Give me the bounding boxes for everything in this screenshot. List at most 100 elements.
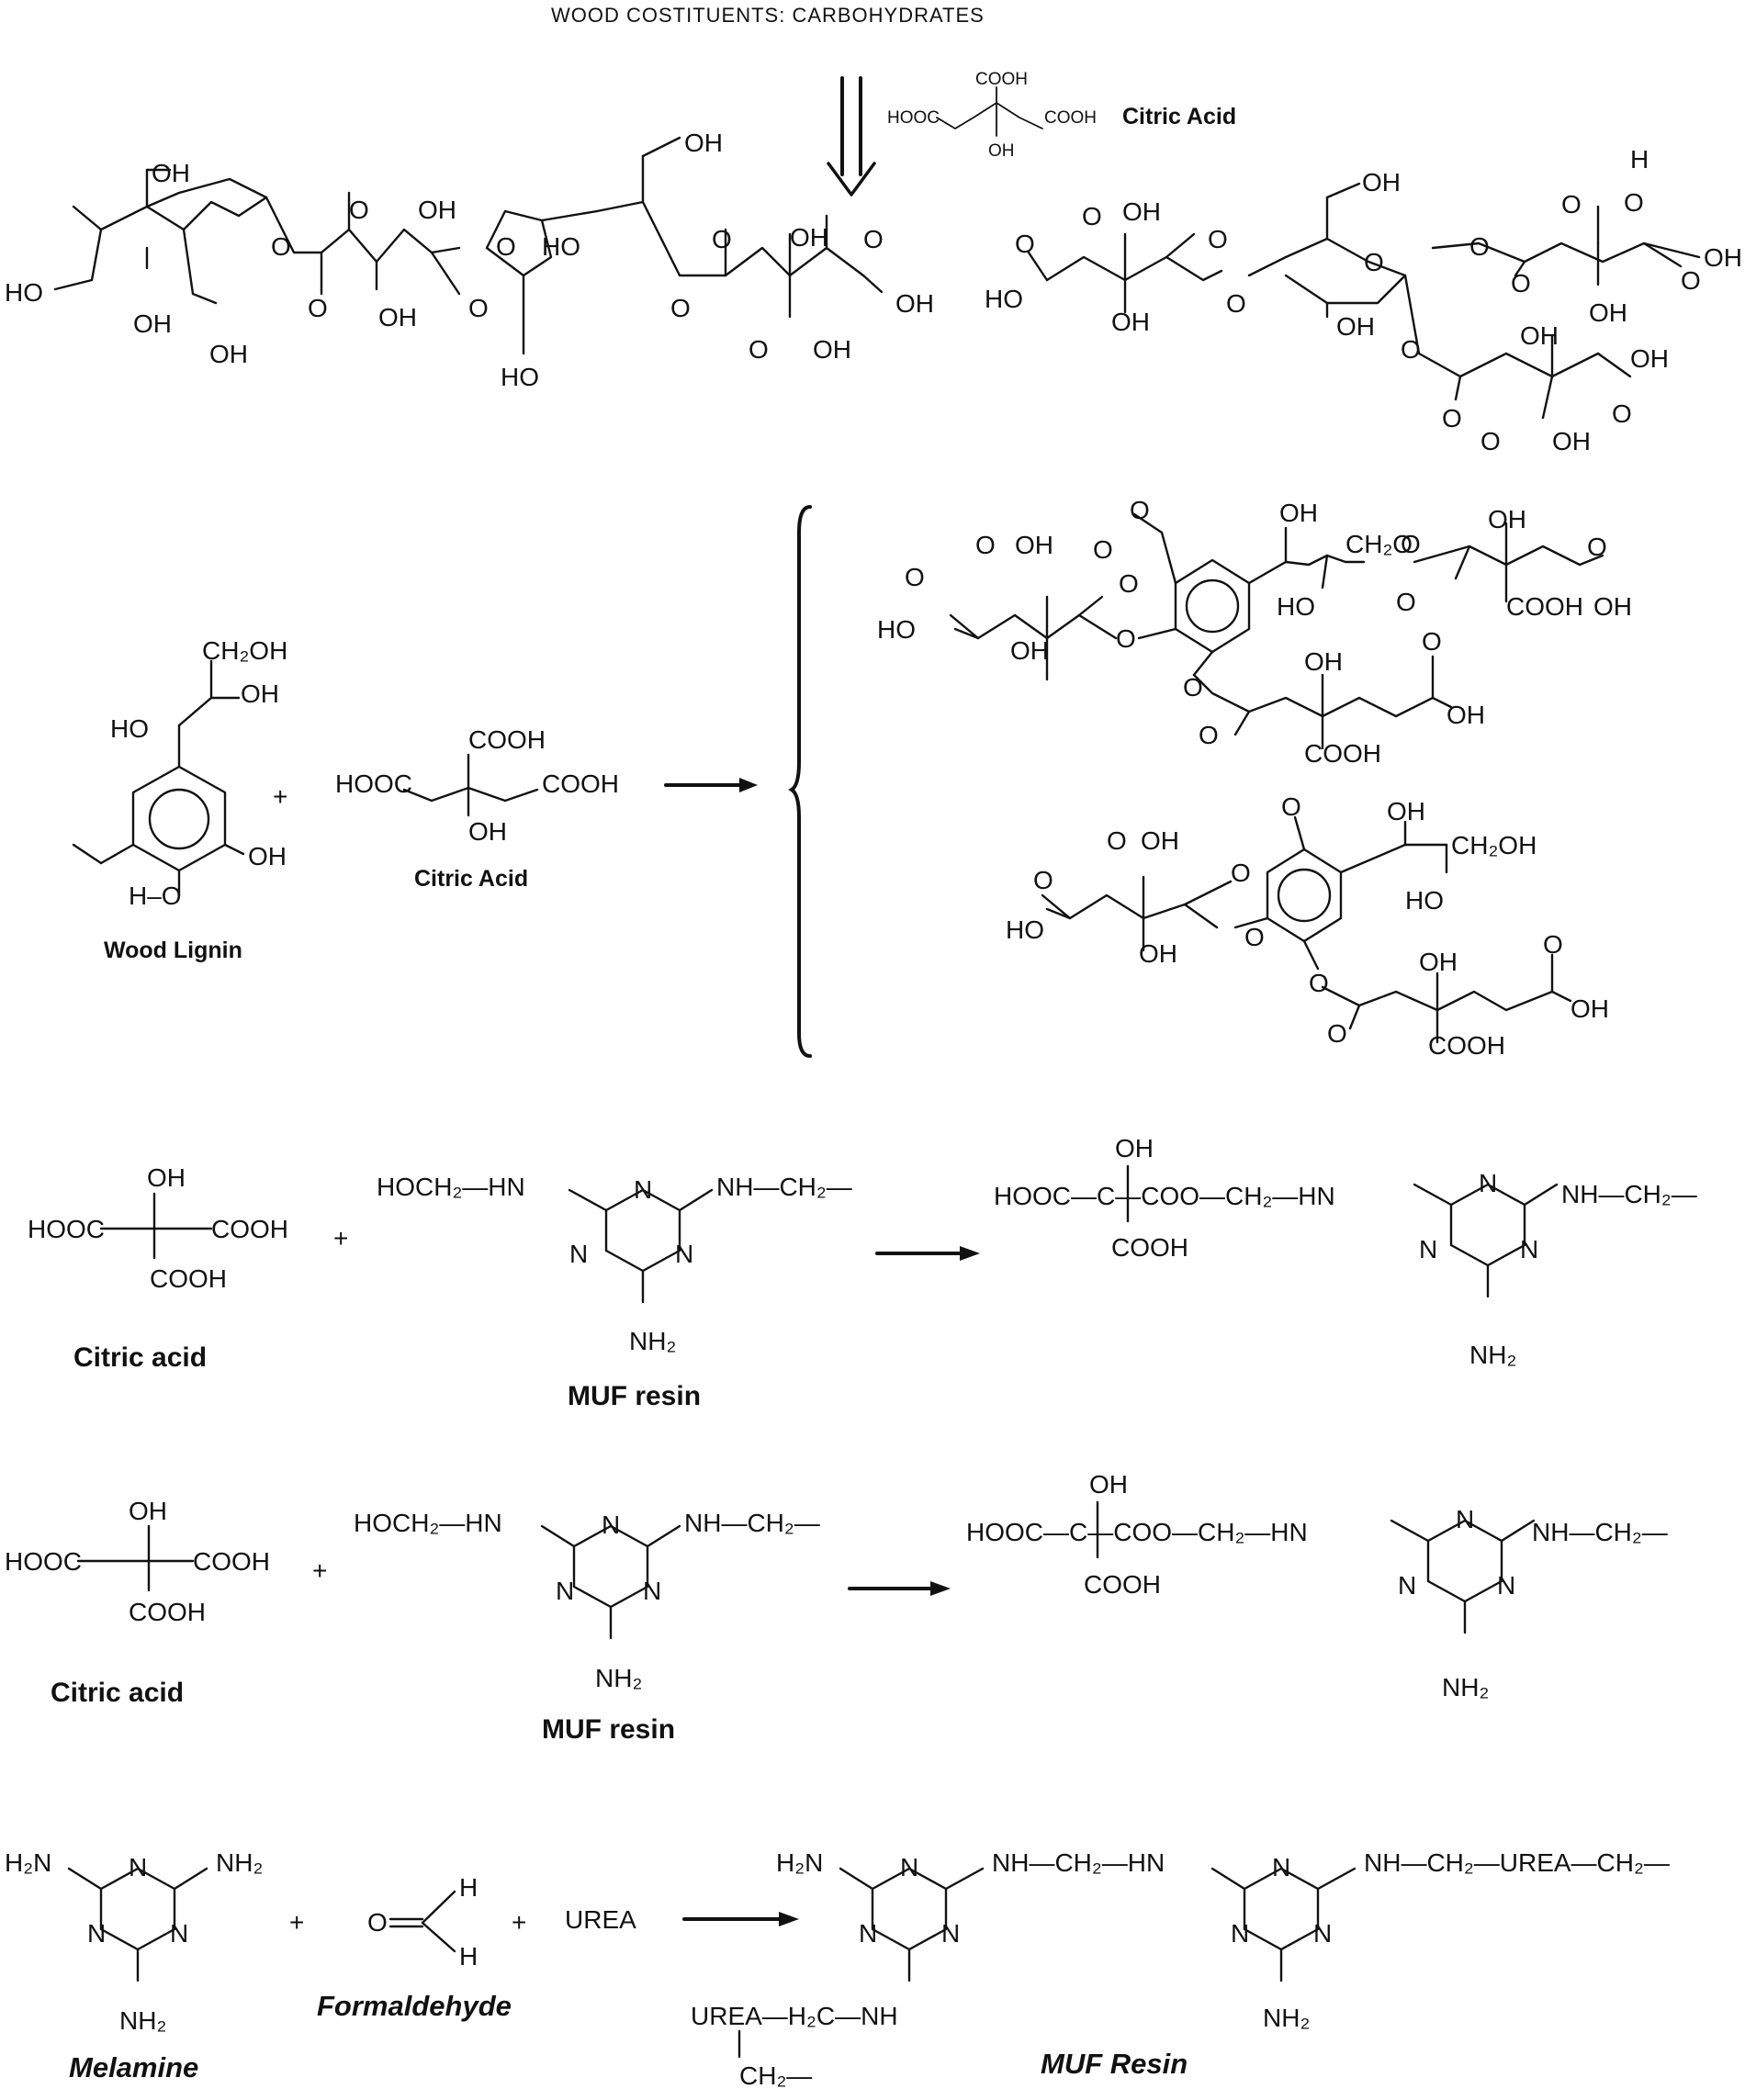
svg-text:O: O (1401, 335, 1421, 364)
svg-text:HOOC: HOOC (28, 1215, 105, 1243)
svg-text:O: O (905, 563, 925, 591)
citric-muf-product-3: HOOC—C—COO—CH₂—HN OH COOH N N N NH—CH₂— … (994, 1134, 1697, 1369)
svg-text:OH: OH (1362, 168, 1401, 197)
svg-text:NH₂: NH₂ (216, 1848, 263, 1877)
svg-text:O: O (1119, 569, 1139, 598)
svg-text:OH: OH (378, 303, 417, 331)
svg-text:NH₂: NH₂ (1263, 2004, 1310, 2032)
citric-acid-top-label: Citric Acid (1122, 104, 1236, 129)
svg-text:OH: OH (1010, 636, 1049, 665)
svg-text:O: O (1543, 930, 1563, 959)
formaldehyde-label: Formaldehyde (317, 1990, 512, 2022)
svg-text:O: O (863, 225, 884, 253)
citric-acid-4-label: Citric acid (51, 1678, 184, 1708)
svg-text:O: O (1281, 792, 1301, 821)
svg-text:O: O (1015, 230, 1035, 258)
svg-text:HO: HO (877, 615, 916, 644)
citric-acid-small: HOOC COOH COOH OH (887, 70, 1097, 161)
svg-text:O: O (1624, 188, 1644, 217)
svg-text:OH: OH (1304, 647, 1343, 676)
svg-text:OH: OH (1387, 797, 1425, 825)
svg-text:HOCH₂—HN: HOCH₂—HN (377, 1173, 525, 1201)
lignin-product-2 (1041, 815, 1572, 1044)
svg-text:O: O (1033, 866, 1053, 894)
svg-text:O: O (1469, 232, 1490, 261)
svg-text:N: N (1479, 1169, 1497, 1197)
svg-text:COOH: COOH (1428, 1031, 1505, 1060)
plus-sign-5a: + (289, 1908, 304, 1937)
svg-text:OH: OH (241, 679, 279, 708)
svg-text:O: O (349, 196, 369, 224)
reaction-arrow-lignin (664, 778, 758, 792)
svg-text:O: O (1199, 721, 1219, 749)
svg-text:N: N (941, 1919, 960, 1948)
citric-acid-3: HOOC OH COOH COOH (28, 1163, 288, 1293)
svg-text:OH: OH (1141, 826, 1179, 855)
svg-text:OH: OH (129, 1497, 167, 1525)
svg-text:NH—CH₂—HN: NH—CH₂—HN (992, 1848, 1165, 1877)
svg-text:N: N (643, 1577, 661, 1605)
svg-text:N: N (1497, 1571, 1515, 1600)
svg-text:N: N (1398, 1571, 1416, 1600)
svg-text:COOH: COOH (211, 1215, 288, 1243)
svg-text:OH: OH (1589, 298, 1627, 327)
svg-text:O: O (670, 294, 691, 322)
svg-text:O: O (1612, 399, 1632, 428)
svg-text:HO: HO (1006, 915, 1044, 944)
svg-text:O: O (1107, 826, 1127, 855)
svg-text:CH₂—: CH₂— (739, 2061, 812, 2090)
svg-text:OH: OH (1015, 531, 1053, 559)
svg-text:OH: OH (152, 159, 190, 187)
svg-text:O: O (1442, 404, 1462, 432)
svg-text:O: O (749, 335, 769, 364)
svg-text:N: N (556, 1577, 574, 1605)
svg-text:O: O (1082, 202, 1102, 230)
svg-text:HO: HO (985, 285, 1023, 313)
svg-text:OH: OH (1115, 1134, 1154, 1162)
svg-text:O: O (1681, 266, 1701, 295)
svg-text:OH: OH (895, 289, 934, 318)
svg-text:H: H (1630, 145, 1649, 174)
svg-text:O: O (1244, 923, 1265, 951)
svg-text:O: O (712, 225, 732, 253)
svg-text:OH: OH (1089, 1470, 1128, 1499)
carbohydrate-ester-left (53, 136, 884, 355)
svg-text:COOH: COOH (1304, 739, 1381, 768)
svg-text:COOH: COOH (193, 1547, 270, 1576)
svg-text:OH: OH (1593, 592, 1632, 621)
svg-text:NH—CH₂—: NH—CH₂— (716, 1173, 852, 1201)
svg-text:O: O (367, 1908, 388, 1937)
svg-text:O: O (1422, 627, 1442, 656)
svg-text:H₂N: H₂N (776, 1848, 823, 1877)
svg-text:OH: OH (147, 1163, 186, 1192)
double-down-arrow (827, 76, 876, 197)
svg-text:COOH: COOH (468, 725, 546, 754)
svg-text:N: N (87, 1919, 106, 1948)
svg-text:NH₂: NH₂ (595, 1664, 642, 1692)
svg-text:N: N (675, 1240, 693, 1268)
svg-text:HOOC—C—COO—CH₂—HN: HOOC—C—COO—CH₂—HN (966, 1518, 1308, 1546)
reaction-arrow-4 (848, 1581, 951, 1596)
lignin-structure (72, 659, 245, 897)
curly-bracket (788, 505, 812, 1058)
svg-text:COOH: COOH (975, 70, 1028, 89)
reaction-arrow-3 (875, 1246, 980, 1261)
svg-text:OH: OH (1279, 499, 1318, 527)
svg-text:H: H (459, 1873, 478, 1902)
melamine-label: Melamine (69, 2051, 198, 2083)
muf-resin-3-label: MUF resin (568, 1381, 701, 1411)
svg-text:O: O (975, 531, 996, 559)
svg-text:O: O (468, 294, 489, 322)
svg-text:NH₂: NH₂ (629, 1327, 676, 1355)
svg-text:O: O (1208, 225, 1228, 253)
svg-text:HOOC: HOOC (887, 108, 940, 128)
svg-text:O: O (1396, 588, 1416, 616)
svg-text:COOH: COOH (1506, 592, 1583, 621)
svg-text:HO: HO (5, 278, 43, 307)
svg-text:OH: OH (418, 196, 456, 224)
svg-text:OH: OH (684, 129, 723, 157)
svg-text:N: N (1231, 1919, 1249, 1948)
svg-text:O: O (1093, 535, 1113, 564)
svg-text:HOCH₂—HN: HOCH₂—HN (354, 1509, 502, 1537)
